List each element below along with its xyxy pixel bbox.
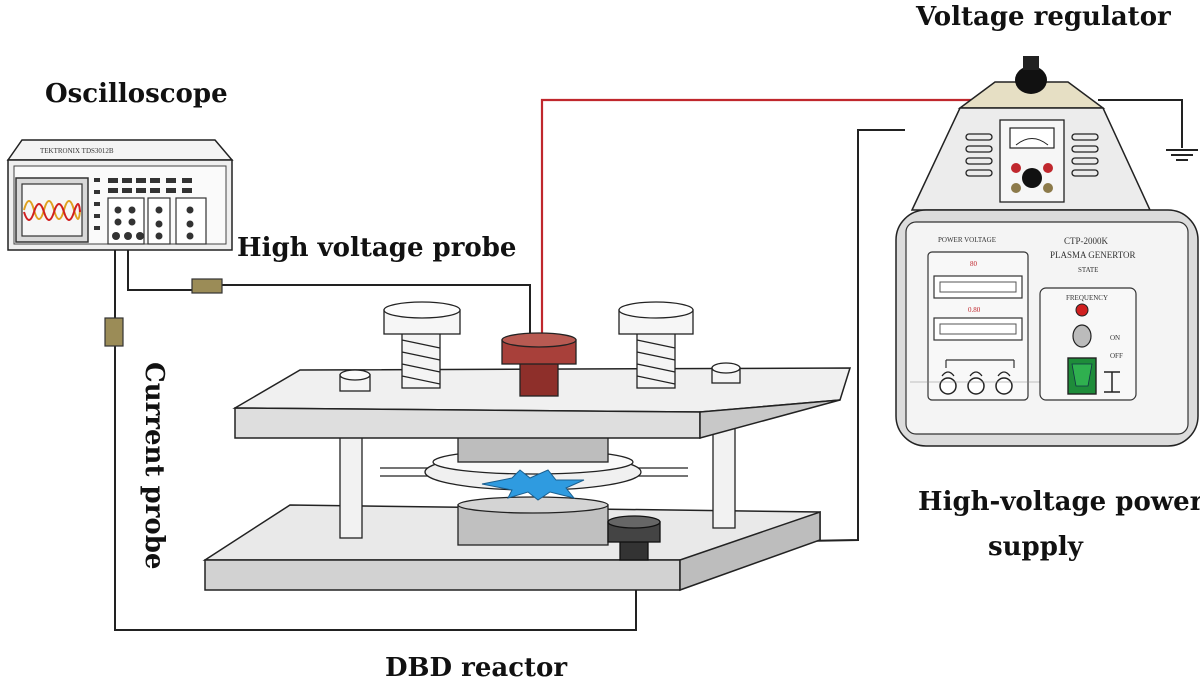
current-probe-box [104,317,124,347]
label-dbd-reactor: DBD reactor [385,653,567,683]
generator-name-text: PLASMA GENERTOR [1050,250,1136,260]
reading-top: 80 [970,260,978,268]
state-text: STATE [1078,266,1098,274]
ground-electrode [607,515,661,561]
frequency-text: FREQUENCY [1066,294,1108,302]
model-text: CTP-2000K [1064,236,1109,246]
label-current-probe: Current probe [139,362,169,569]
label-power-supply-line1: High-voltage power [918,487,1200,517]
power-voltage-text: POWER VOLTAGE [938,236,996,244]
hv-probe-box [191,278,223,294]
oscilloscope-screen [21,183,83,237]
label-oscilloscope: Oscilloscope [45,79,228,109]
dbd-reactor [202,301,852,592]
label-voltage-regulator: Voltage regulator [915,2,1171,32]
label-power-supply-line2: supply [988,532,1084,562]
left-clamp-screw [383,301,461,389]
plasma-discharge [481,469,585,501]
current-probe-wire-2 [114,345,637,631]
off-text: OFF [1110,352,1123,360]
regulator-knob [1015,66,1047,94]
hv-electrode [501,332,577,397]
right-clamp-screw [618,301,694,389]
oscilloscope: TEKTRONIX TDS3012B [6,139,234,251]
label-high-voltage-probe: High voltage probe [237,233,516,263]
high-voltage-power-supply: POWER VOLTAGE CTP-2000K PLASMA GENERTOR … [895,209,1199,447]
voltage-regulator [910,56,1152,211]
hv-probe-wire-2 [222,284,531,338]
hv-probe-wire [127,245,192,291]
ground-wire [1098,99,1183,148]
on-text: ON [1110,334,1120,342]
return-wire [644,129,905,545]
hv-red-wire [540,98,985,338]
svg-text:TEKTRONIX TDS3012B: TEKTRONIX TDS3012B [40,147,114,155]
scope-trace-2 [23,203,81,221]
ground-icon [1166,149,1198,161]
reading-mid: 0.80 [968,306,981,314]
